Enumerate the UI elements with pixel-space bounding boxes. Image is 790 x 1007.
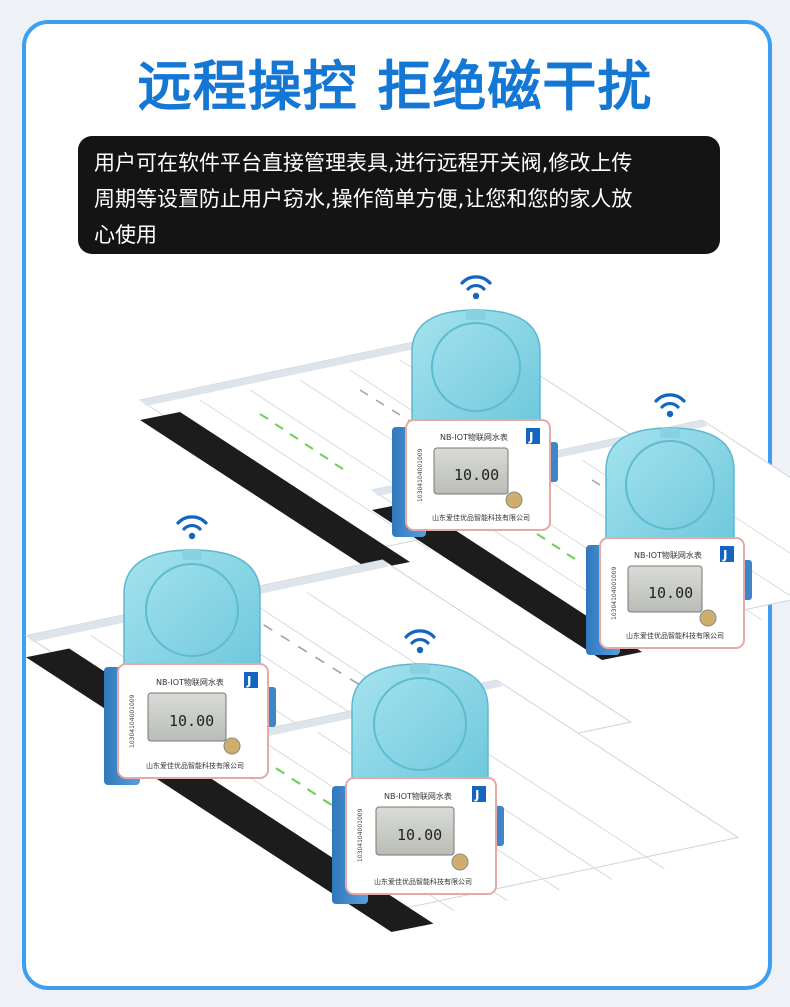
logo-icon [472,786,486,802]
valve-knob-icon [699,609,717,627]
wifi-icon [460,275,492,301]
svg-text:山东爱佳优品智能科技有限公司: 山东爱佳优品智能科技有限公司 [626,631,724,640]
svg-text:J: J [722,548,727,562]
water-meter-2: NB-IOT物联网水表 J 10.00 10304104001009 山东爱佳优… [586,393,752,655]
svg-text:J: J [528,430,533,444]
svg-text:J: J [246,674,251,688]
meter-model-label: NB-IOT物联网水表 [156,677,224,687]
description-line-2: 周期等设置防止用户窃水,操作简单方便,让您和您的家人放 [94,187,633,211]
page-title: 远程操控 拒绝磁干扰 [137,55,653,118]
description-box: 用户可在软件平台直接管理表具,进行远程开关阀,修改上传 周期等设置防止用户窃水,… [78,136,720,254]
wifi-icon [654,393,686,419]
meter-reading: 10.00 [454,466,499,484]
logo-icon [720,546,734,562]
valve-knob-icon [223,737,241,755]
wifi-icon [176,515,208,541]
svg-text:10304104001009: 10304104001009 [357,808,364,862]
logo-icon [244,672,258,688]
water-meter-3: NB-IOT物联网水表 J 10.00 10304104001009 山东爱佳优… [104,515,276,785]
svg-text:山东爱佳优品智能科技有限公司: 山东爱佳优品智能科技有限公司 [374,877,472,886]
meter-reading: 10.00 [397,826,442,844]
water-meter-1: NB-IOT物联网水表 J 10.00 10304104001009 山东爱佳优… [392,275,558,537]
svg-text:10304104001009: 10304104001009 [129,694,136,748]
water-meter-4: NB-IOT物联网水表 J 10.00 10304104001009 山东爱佳优… [332,629,504,904]
svg-text:10304104001009: 10304104001009 [611,566,618,620]
valve-knob-icon [505,491,523,509]
meter-model-label: NB-IOT物联网水表 [384,791,452,801]
valve-knob-icon [451,853,469,871]
meter-model-label: NB-IOT物联网水表 [634,550,702,560]
svg-text:10304104001009: 10304104001009 [417,448,424,502]
logo-icon [526,428,540,444]
meter-model-label: NB-IOT物联网水表 [440,432,508,442]
svg-text:J: J [474,788,479,802]
meter-reading: 10.00 [648,584,693,602]
description-line-3: 心使用 [94,223,157,247]
svg-text:山东爱佳优品智能科技有限公司: 山东爱佳优品智能科技有限公司 [432,513,530,522]
description-line-1: 用户可在软件平台直接管理表具,进行远程开关阀,修改上传 [94,151,633,175]
svg-text:山东爱佳优品智能科技有限公司: 山东爱佳优品智能科技有限公司 [146,761,244,770]
meter-reading: 10.00 [169,712,214,730]
